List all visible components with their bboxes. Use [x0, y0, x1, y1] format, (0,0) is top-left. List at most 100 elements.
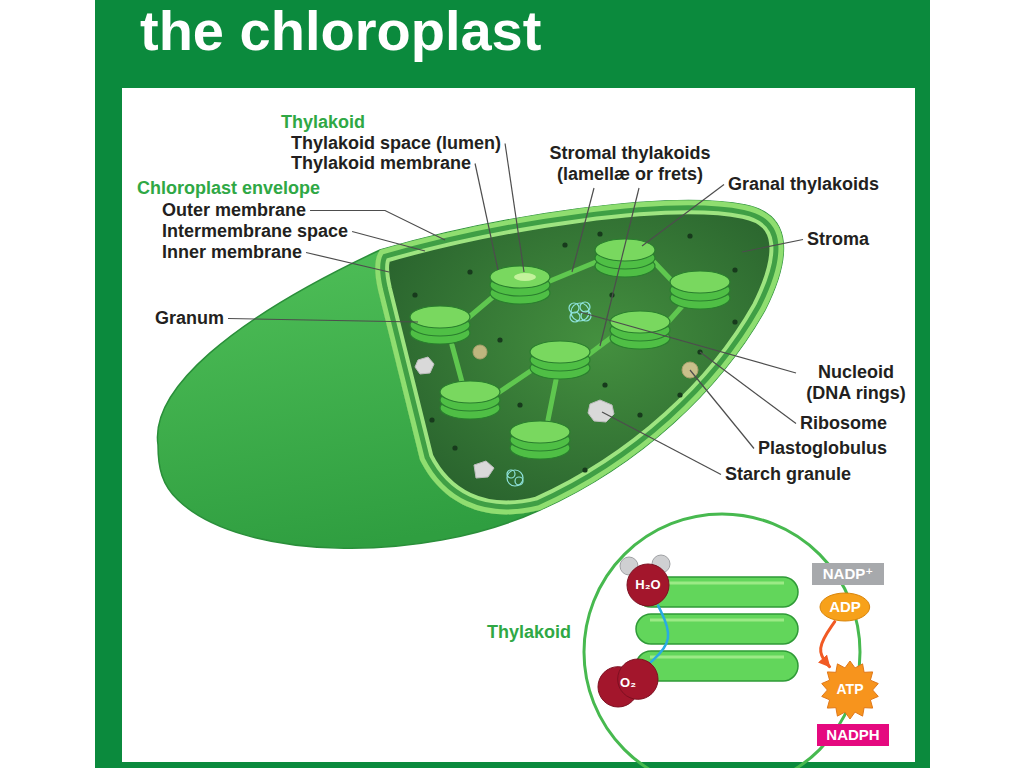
- starch-granule: [588, 400, 614, 422]
- cutaway: [375, 201, 783, 515]
- label-anchor: Stroma: [807, 229, 869, 250]
- ribosome-dot: [637, 412, 642, 417]
- label-anchor: Nucleoid (DNA rings): [800, 362, 912, 404]
- granum-disc: [670, 271, 730, 293]
- oxygen-atom: [618, 659, 658, 699]
- ribosome-dot: [602, 382, 607, 387]
- thylakoid-disc: [636, 614, 798, 644]
- leader-line: [306, 253, 389, 273]
- cofactor-box: NADPH: [817, 724, 889, 746]
- inner-membrane-band: [375, 201, 783, 515]
- intermembrane-band: [375, 201, 783, 515]
- label-anchor: Ribosome: [800, 413, 887, 434]
- granum-disc: [440, 381, 500, 403]
- part-label: Granal thylakoids: [728, 174, 879, 195]
- ribosome-dot: [452, 445, 457, 450]
- dna-ring: [507, 470, 515, 478]
- ribosome-dot: [497, 337, 502, 342]
- thylakoid-disc: [636, 651, 798, 681]
- chloroplast-body: [157, 201, 783, 549]
- ribosome-dot: [412, 292, 417, 297]
- ellipse-shape: [820, 593, 870, 621]
- starburst-shape: [822, 661, 879, 719]
- part-label: Outer membrane: [162, 200, 306, 221]
- label-anchor: Thylakoid: [281, 112, 365, 133]
- ribosome-dot: [582, 467, 587, 472]
- white-panel: [122, 88, 915, 762]
- heading-label: Thylakoid: [281, 112, 365, 133]
- part-label: Stroma: [807, 229, 869, 250]
- stroma-area: [375, 201, 783, 515]
- label-anchor: Plastoglobulus: [758, 438, 887, 459]
- heading-label: Thylakoid: [487, 622, 571, 643]
- ribosomes: [412, 231, 737, 472]
- disc-highlight: [650, 582, 784, 585]
- leader-line: [690, 370, 754, 449]
- part-label: Granum: [155, 308, 224, 329]
- label-anchor: Granum: [155, 308, 224, 329]
- rect-shape: [812, 563, 884, 585]
- disc-highlight: [650, 619, 784, 622]
- heading-label: Chloroplast envelope: [137, 178, 320, 199]
- node-text: O₂: [620, 676, 636, 690]
- label-anchor: Stromal thylakoids (lamellæ or frets): [540, 143, 720, 185]
- label-anchor: Inner membrane: [162, 242, 302, 263]
- ribosome-dot: [687, 233, 692, 238]
- ribosome-dot: [597, 231, 602, 236]
- leader-line: [572, 188, 594, 272]
- granum-disc: [490, 266, 550, 288]
- molecule-atom: [627, 564, 669, 606]
- part-label: Starch granule: [725, 464, 851, 485]
- outer-membrane-band: [375, 201, 783, 515]
- leader-line: [352, 232, 425, 252]
- ribosome-dot: [732, 267, 737, 272]
- label-anchor: Outer membrane: [162, 200, 306, 221]
- part-label: Thylakoid space (lumen): [291, 133, 501, 154]
- frame-band: [95, 0, 930, 768]
- part-label: Inner membrane: [162, 242, 302, 263]
- node-text: ATP: [837, 682, 864, 697]
- title-anchor: the chloroplast: [140, 0, 541, 62]
- flow-arrow: [649, 606, 668, 664]
- lamella: [452, 345, 462, 382]
- molecule-circle: O₂: [598, 659, 658, 707]
- ribosome-dot: [732, 319, 737, 324]
- ribosome-dot: [677, 392, 682, 397]
- leader-line: [505, 144, 524, 273]
- part-label: Thylakoid membrane: [291, 153, 471, 174]
- flow-arrow: [821, 622, 835, 667]
- label-anchor: Thylakoid: [487, 622, 571, 643]
- dna-ring: [515, 477, 523, 485]
- node-text: ADP: [829, 599, 861, 616]
- part-label: Stromal thylakoids (lamellæ or frets): [540, 143, 720, 185]
- leader-line: [600, 188, 639, 346]
- molecule-circle: H₂O: [627, 564, 669, 606]
- label-anchor: Thylakoid membrane: [291, 153, 471, 174]
- lamella: [550, 262, 596, 281]
- page-title: the chloroplast: [140, 0, 541, 62]
- ribosome-dot: [517, 402, 522, 407]
- lamella: [548, 380, 556, 420]
- node-text: NADP⁺: [823, 566, 873, 583]
- starch-granule: [474, 461, 494, 478]
- cofactor-box: NADP⁺: [812, 563, 884, 585]
- lumen: [514, 273, 536, 281]
- part-label: Nucleoid (DNA rings): [800, 362, 912, 404]
- leader-line: [642, 185, 724, 247]
- part-label: Plastoglobulus: [758, 438, 887, 459]
- label-anchor: Thylakoid space (lumen): [291, 133, 501, 154]
- node-text: H₂O: [635, 578, 660, 592]
- part-label: Ribosome: [800, 413, 887, 434]
- starch-granule: [415, 357, 434, 374]
- dna-ring: [507, 470, 523, 486]
- ribosome-dot: [467, 269, 472, 274]
- part-label: Intermembrane space: [162, 221, 348, 242]
- label-anchor: Starch granule: [725, 464, 851, 485]
- granum-disc: [610, 311, 670, 333]
- leader-line: [475, 164, 498, 271]
- granum-disc: [510, 421, 570, 443]
- nucleoids: [507, 302, 591, 486]
- label-anchor: Intermembrane space: [162, 221, 348, 242]
- starch-granules: [415, 357, 614, 478]
